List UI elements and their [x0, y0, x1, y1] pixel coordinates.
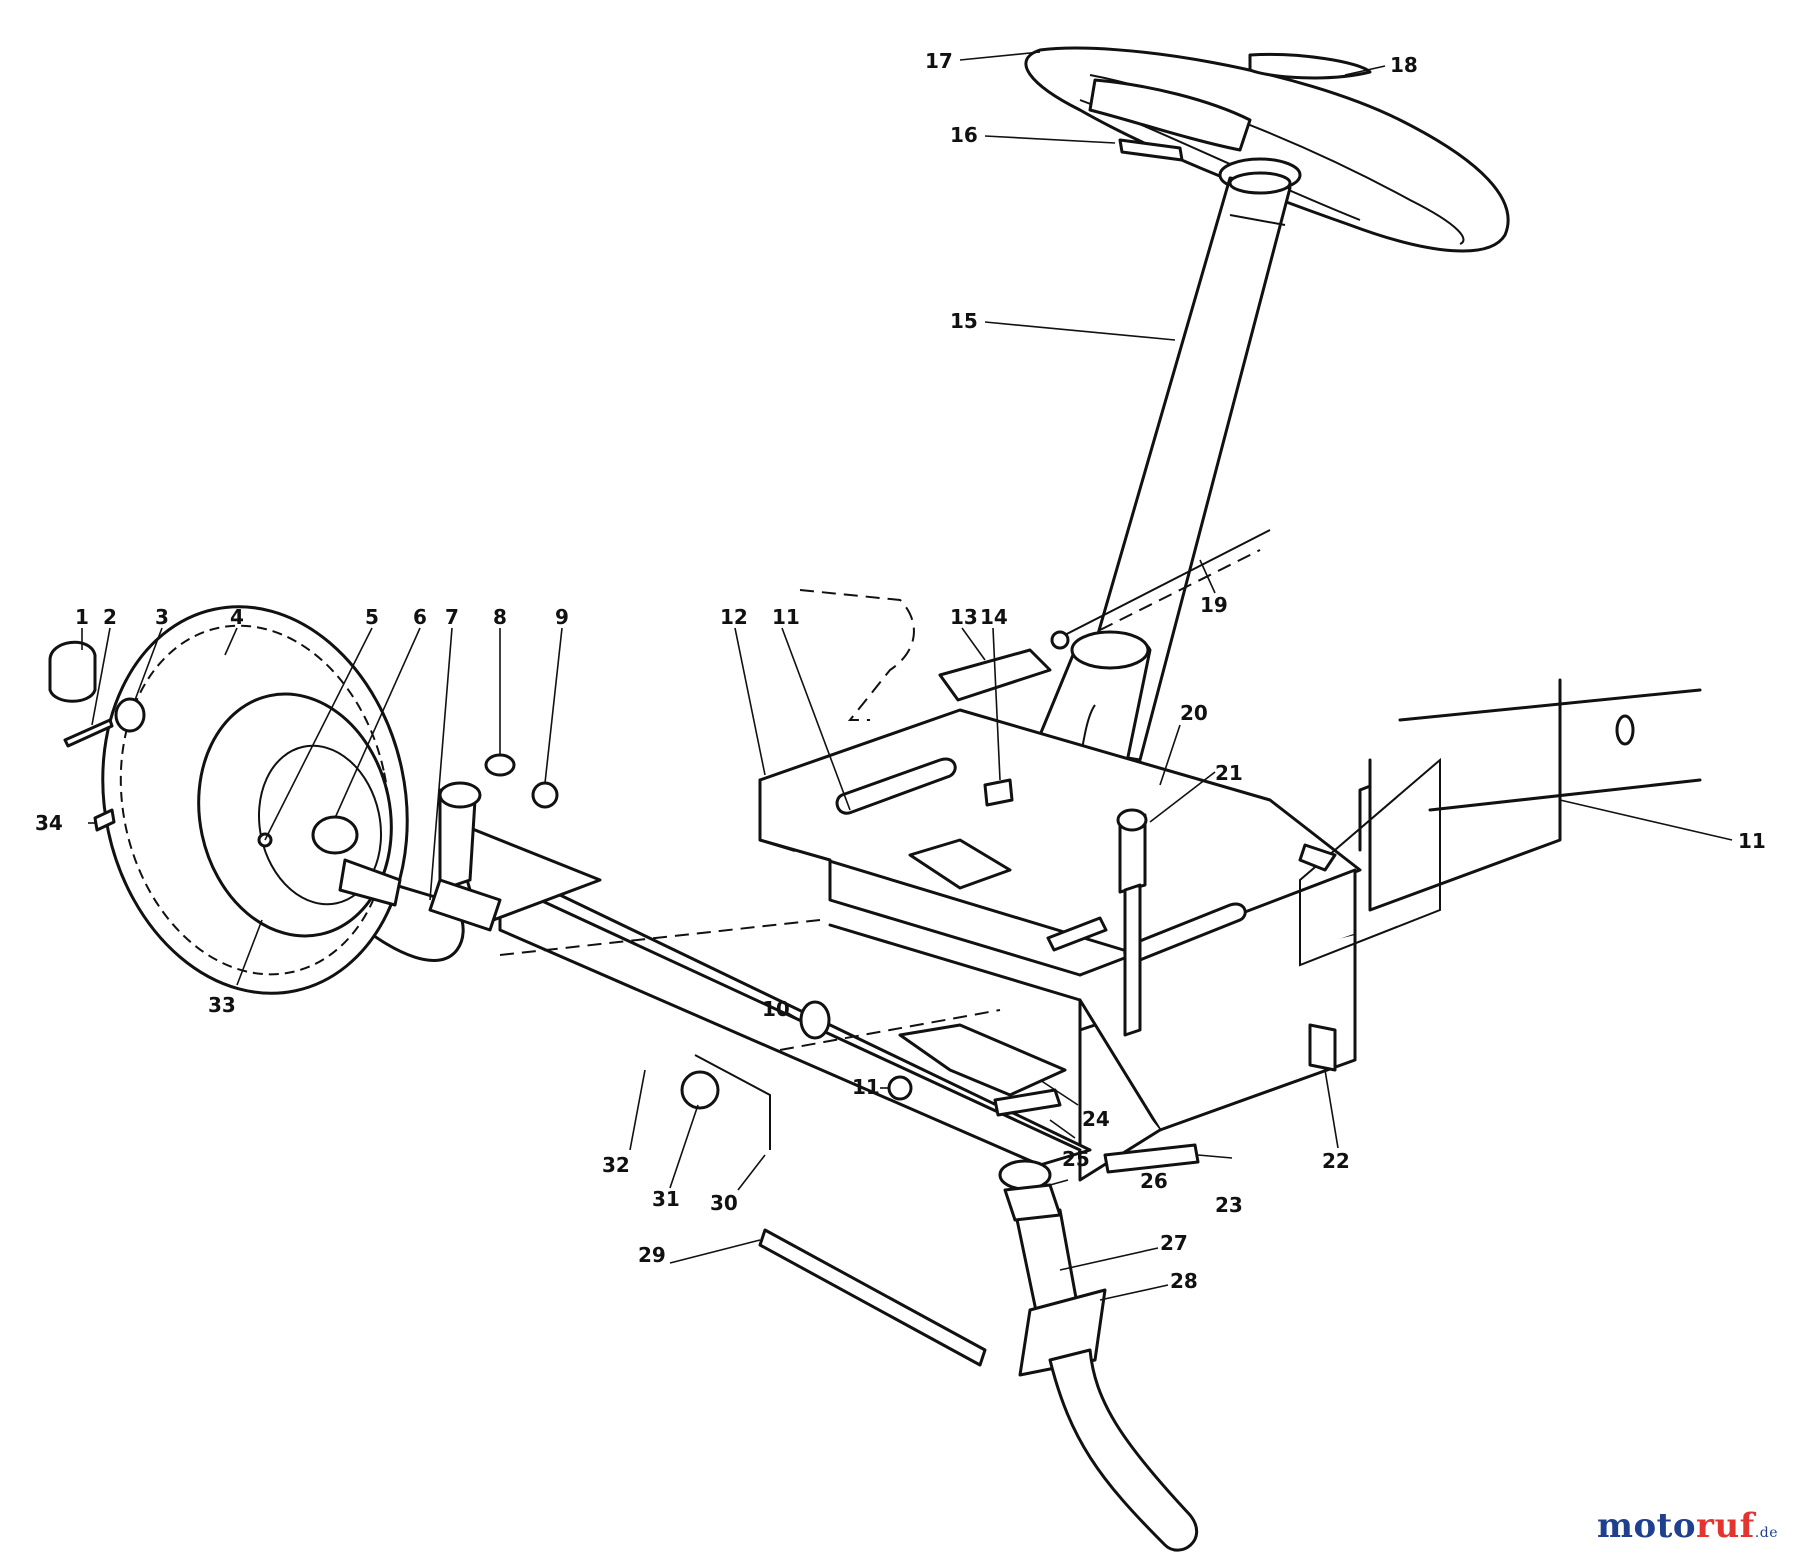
callout-31: 31: [652, 1187, 680, 1211]
dust-cap: [48, 640, 97, 703]
callout-28: 28: [1170, 1269, 1198, 1293]
steering-support-bracket: [758, 708, 1362, 1182]
callout-32: 32: [602, 1153, 630, 1177]
watermark-brand-a: moto: [1596, 1506, 1697, 1546]
pivot-bracket: [898, 1023, 1067, 1097]
callout-20: 20: [1180, 701, 1208, 725]
bolt-22: [1308, 1023, 1337, 1072]
grease-fitting: [93, 808, 116, 832]
callout-34: 34: [35, 811, 63, 835]
roll-pin: [1118, 138, 1184, 162]
callout-10: 10: [762, 997, 790, 1021]
callout-8: 8: [493, 605, 507, 629]
callout-21: 21: [1215, 761, 1243, 785]
axle-shaft: [338, 858, 402, 907]
callout-16: 16: [950, 123, 978, 147]
front-wheel: [101, 605, 409, 995]
callout-26: 26: [1140, 1169, 1168, 1193]
callout-11-top: 11: [772, 605, 800, 629]
watermark-brand-b: ruf: [1696, 1506, 1755, 1546]
cotter-pin: [63, 718, 114, 748]
callout-1: 1: [75, 605, 89, 629]
axle-pivot-plate: [694, 1054, 771, 1150]
callout-17: 17: [925, 49, 953, 73]
lever-bracket: [799, 589, 915, 721]
motoruf-watermark: motoruf.de: [1597, 1506, 1778, 1546]
bushing: [799, 1000, 831, 1040]
washer-8: [484, 753, 516, 777]
tie-rod: [758, 1228, 987, 1367]
callout-3: 3: [155, 605, 169, 629]
callout-25: 25: [1062, 1147, 1090, 1171]
callout-27: 27: [1160, 1231, 1188, 1255]
callout-labels: 1 2 3 4 5 6 7 8 9 10 11 11 11 12 13 14 1…: [35, 49, 1766, 1293]
right-spindle: [998, 1159, 1199, 1552]
callout-12: 12: [720, 605, 748, 629]
callout-18: 18: [1390, 53, 1418, 77]
watermark-tld: .de: [1754, 1525, 1778, 1541]
steering-wheel: [1024, 46, 1510, 253]
callout-24: 24: [1082, 1107, 1110, 1131]
callout-15: 15: [950, 309, 978, 333]
callout-13: 13: [950, 605, 978, 629]
nut-9: [531, 781, 559, 809]
frame-rails: [1299, 678, 1702, 967]
callout-19: 19: [1200, 593, 1228, 617]
callout-33: 33: [208, 993, 236, 1017]
washer: [114, 697, 146, 733]
lock-nut: [680, 1070, 720, 1110]
leader-lines: [81, 51, 1733, 1301]
callout-7: 7: [445, 605, 459, 629]
callout-23: 23: [1215, 1193, 1243, 1217]
bolt-20: [1046, 916, 1108, 952]
nut-right-top: [1298, 843, 1337, 872]
callout-14: 14: [980, 605, 1008, 629]
callout-9: 9: [555, 605, 569, 629]
callout-6: 6: [413, 605, 427, 629]
callout-22: 22: [1322, 1149, 1350, 1173]
callout-2: 2: [103, 605, 117, 629]
wheel-cap: [1248, 53, 1372, 80]
callout-11-bottom: 11: [852, 1075, 880, 1099]
callout-29: 29: [638, 1243, 666, 1267]
carriage-bolt: [1116, 808, 1148, 1037]
callout-4: 4: [230, 605, 244, 629]
callout-11-right: 11: [1738, 829, 1766, 853]
callout-5: 5: [365, 605, 379, 629]
bolt-23: [1103, 1143, 1200, 1174]
pivot-clamp: [993, 1088, 1062, 1117]
spacer: [887, 1075, 913, 1101]
bolt-14: [983, 778, 1014, 807]
callout-30: 30: [710, 1191, 738, 1215]
